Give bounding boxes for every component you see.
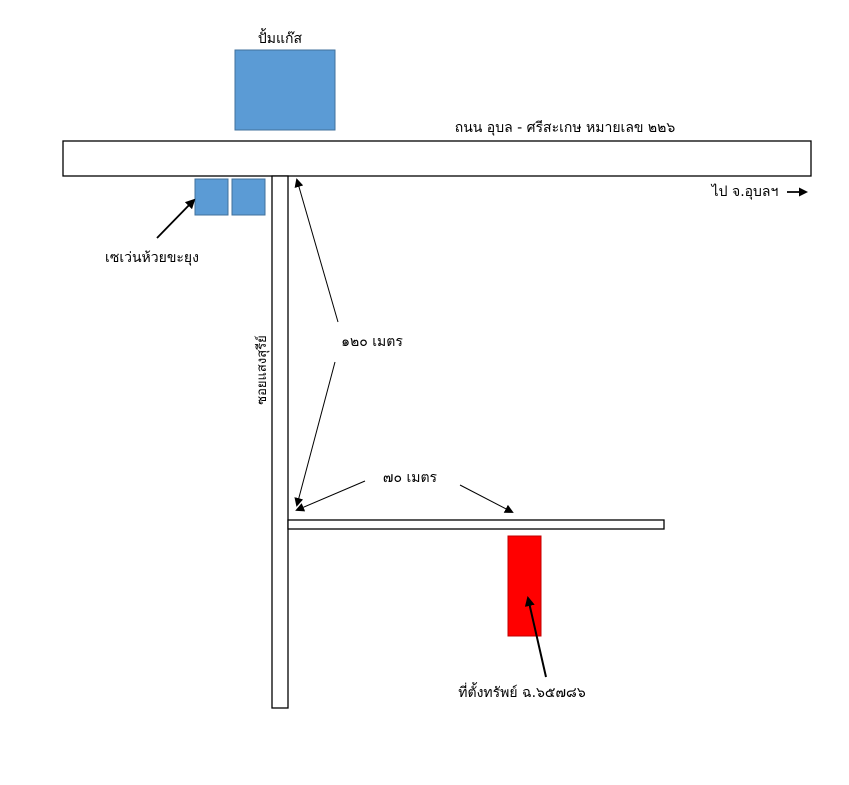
- distance-120-arrow-down: [294, 361, 336, 507]
- property-pointer-arrow: [524, 596, 547, 678]
- gas-station-label: ปั้มแก๊ส: [258, 28, 303, 47]
- main-road: [62, 140, 812, 177]
- distance-70-label: ๗๐ เมตร: [383, 470, 438, 486]
- property-label: ที่ตั้งทรัพย์ ฉ.๖๕๗๘๖: [458, 682, 586, 701]
- property-plot: [507, 535, 542, 637]
- distance-120-arrow-up: [294, 178, 339, 323]
- main-road-label: ถนน อุบล - ศรีสะเกษ หมายเลข ๒๒๖: [455, 120, 676, 136]
- seven-eleven-building-2: [231, 178, 266, 216]
- distance-120-label: ๑๒๐ เมตร: [341, 334, 403, 350]
- distance-70-arrow-left: [295, 480, 366, 512]
- seven-eleven-building-1: [194, 178, 229, 216]
- seven-eleven-pointer-arrow: [156, 198, 196, 239]
- soi-label: ซอยแสงสุรีย์: [254, 335, 270, 404]
- distance-70-arrow-right: [459, 484, 514, 513]
- gas-station-building: [234, 49, 336, 131]
- soi-road: [271, 175, 289, 709]
- seven-eleven-label: เซเว่นห้วยขะยุง: [105, 250, 199, 266]
- branch-road: [287, 519, 665, 530]
- to-city-label: ไป จ.อุบลฯ: [711, 183, 779, 200]
